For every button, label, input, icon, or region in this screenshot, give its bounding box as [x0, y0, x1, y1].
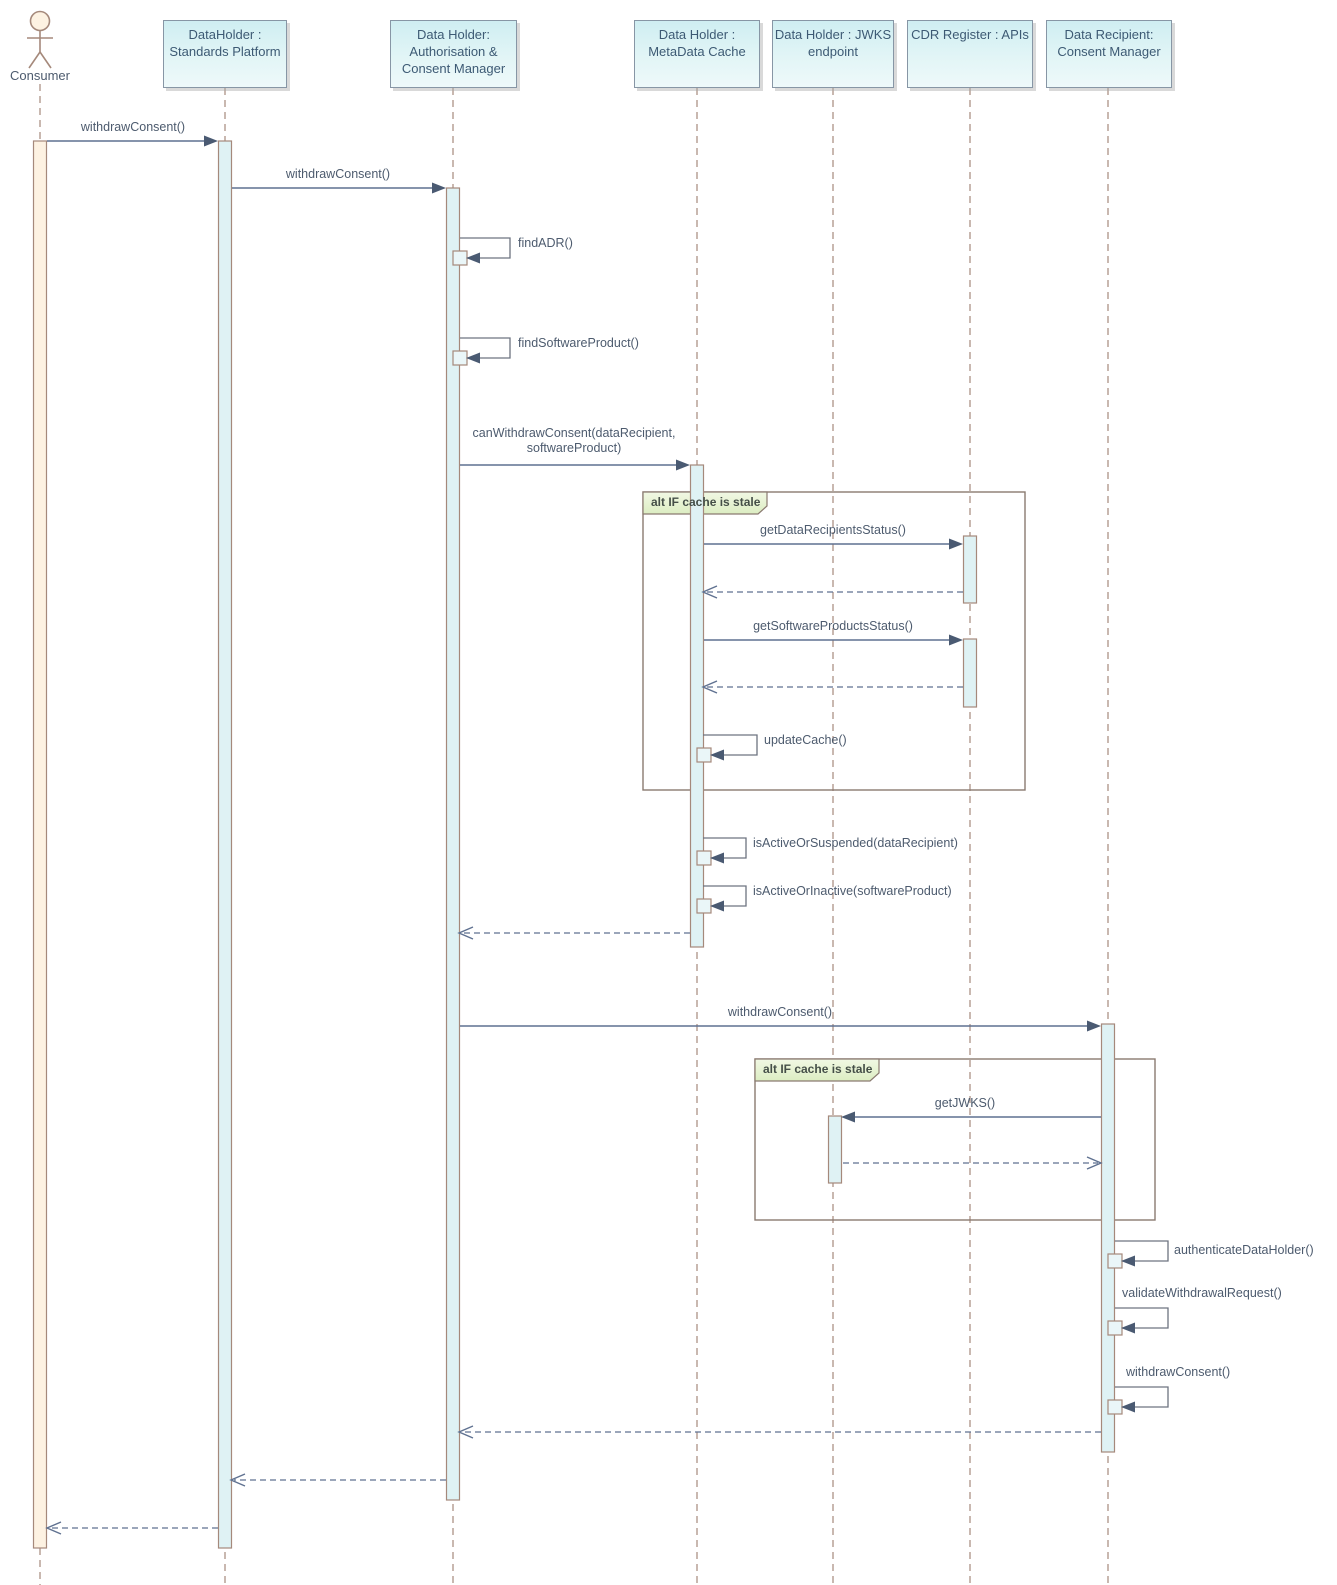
arrowhead-withdrawConsent-2	[432, 182, 446, 194]
message-label-findADR: findADR()	[518, 236, 573, 250]
self-loop-isActiveOrSuspended	[703, 837, 747, 859]
return-arrowhead-3	[457, 926, 474, 940]
self-call-loops	[460, 237, 1169, 1408]
lifeline-header-standards-platform: DataHolder : Standards Platform	[163, 20, 287, 88]
message-label-isActiveOrInactive: isActiveOrInactive(softwareProduct)	[753, 884, 952, 898]
nested-activation-findSoftwareProduct	[452, 350, 468, 366]
activation-jwks-endpoint	[827, 1115, 843, 1184]
self-loop-arrowheads	[466, 252, 1135, 1413]
activation-auth-consent-manager	[445, 187, 461, 1501]
activation-cdr-register-1	[962, 535, 978, 604]
message-label-findSoftwareProduct: findSoftwareProduct()	[518, 336, 639, 350]
nested-activation-validateWithdrawalRequest	[1107, 1320, 1123, 1336]
alt-fragment-2-border	[754, 1058, 1156, 1221]
return-arrowhead-5	[457, 1425, 474, 1439]
arrowhead-isActiveOrSuspended	[710, 852, 724, 864]
nested-activation-authenticateDataHolder	[1107, 1253, 1123, 1269]
activation-metadata-cache	[689, 464, 705, 948]
self-loop-authenticateDataHolder	[1115, 1240, 1169, 1262]
message-label-isActiveOrSuspended: isActiveOrSuspended(dataRecipient)	[753, 836, 958, 850]
call-arrowheads	[204, 135, 1101, 1123]
activation-standards-platform	[217, 140, 233, 1549]
actor-head	[29, 10, 51, 32]
lifeline-header-cdr-register: CDR Register : APIs	[907, 20, 1033, 88]
arrowhead-canWithdrawConsent	[676, 459, 690, 471]
self-loop-isActiveOrInactive	[703, 885, 747, 907]
activations	[32, 140, 1116, 1549]
arrowhead-withdrawConsent-self	[1121, 1401, 1135, 1413]
lifeline-header-consent-manager: Data Recipient: Consent Manager	[1046, 20, 1172, 88]
return-arrowheads	[45, 585, 1103, 1535]
actor-leg-right	[39, 51, 52, 69]
alt-fragment-2-label-pentagon	[754, 1058, 880, 1082]
actor-consumer-icon	[27, 10, 53, 69]
nested-activation-updateCache	[696, 747, 712, 763]
activation-consent-manager	[1100, 1023, 1116, 1453]
message-label-withdrawConsent-3: withdrawConsent()	[727, 1005, 833, 1019]
message-label-authenticateDataHolder: authenticateDataHolder()	[1174, 1243, 1314, 1257]
call-messages	[47, 140, 1101, 1118]
message-label-getSoftwareProductsStatus: getSoftwareProductsStatus()	[753, 619, 913, 633]
self-loop-updateCache	[703, 734, 758, 756]
message-label-canWithdrawConsent: canWithdrawConsent(dataRecipient, softwa…	[472, 426, 676, 455]
alt-fragment-1-label: alt IF cache is stale	[651, 495, 761, 509]
arrowhead-getSoftwareProductsStatus	[949, 634, 963, 646]
actor-consumer-label: Consumer	[10, 68, 70, 83]
alt-fragment-2-label: alt IF cache is stale	[763, 1062, 873, 1076]
actor-leg-left	[28, 51, 41, 69]
message-label-getJWKS: getJWKS()	[934, 1096, 996, 1110]
return-arrowhead-7	[45, 1521, 62, 1535]
arrowhead-updateCache	[710, 749, 724, 761]
lifeline-header-metadata-cache: Data Holder : MetaData Cache	[634, 20, 760, 88]
arrowhead-authenticateDataHolder	[1121, 1255, 1135, 1267]
arrowhead-isActiveOrInactive	[710, 900, 724, 912]
return-arrowhead-2	[701, 680, 718, 694]
message-label-validateWithdrawalRequest: validateWithdrawalRequest()	[1122, 1286, 1282, 1300]
activation-consumer	[32, 140, 48, 1549]
nested-activation-isActiveOrSuspended	[696, 850, 712, 866]
return-arrowhead-4	[1086, 1156, 1103, 1170]
lifeline-header-auth-consent-manager: Data Holder: Authorisation & Consent Man…	[390, 20, 517, 88]
arrowhead-getJWKS	[841, 1111, 855, 1123]
alt-fragment-2	[754, 1058, 1156, 1221]
return-arrowhead-6	[229, 1473, 246, 1487]
return-messages	[49, 591, 1101, 1529]
activation-cdr-register-2	[962, 638, 978, 708]
nested-activation-findADR	[452, 250, 468, 266]
lifeline-header-jwks-endpoint: Data Holder : JWKS endpoint	[772, 20, 894, 88]
alt-fragment-1-label-pentagon	[642, 491, 768, 515]
nested-activation-withdrawConsent-self	[1107, 1399, 1123, 1415]
nested-activations	[452, 250, 1123, 1415]
return-arrowhead-1	[701, 585, 718, 599]
message-label-withdrawConsent-2: withdrawConsent()	[285, 167, 391, 181]
arrowhead-findSoftwareProduct	[466, 352, 480, 364]
lifelines	[39, 84, 1109, 1585]
self-loop-findSoftwareProduct	[460, 337, 511, 359]
arrowhead-findADR	[466, 252, 480, 264]
nested-activation-isActiveOrInactive	[696, 898, 712, 914]
arrowhead-getDataRecipientsStatus	[949, 538, 963, 550]
message-label-withdrawConsent-1: withdrawConsent()	[80, 120, 186, 134]
alt-fragment-1-border	[642, 491, 1026, 791]
arrowhead-withdrawConsent-3	[1087, 1020, 1101, 1032]
self-loop-findADR	[460, 237, 511, 259]
arrowhead-validateWithdrawalRequest	[1121, 1322, 1135, 1334]
message-label-withdrawConsent-self: withdrawConsent()	[1126, 1365, 1231, 1379]
message-label-updateCache: updateCache()	[764, 733, 847, 747]
message-label-getDataRecipientsStatus: getDataRecipientsStatus()	[760, 523, 906, 537]
self-loop-withdrawConsent-self	[1115, 1386, 1169, 1408]
arrowhead-withdrawConsent-1	[204, 135, 218, 147]
self-loop-validateWithdrawalRequest	[1115, 1307, 1169, 1329]
alt-fragment-1	[642, 491, 1026, 791]
